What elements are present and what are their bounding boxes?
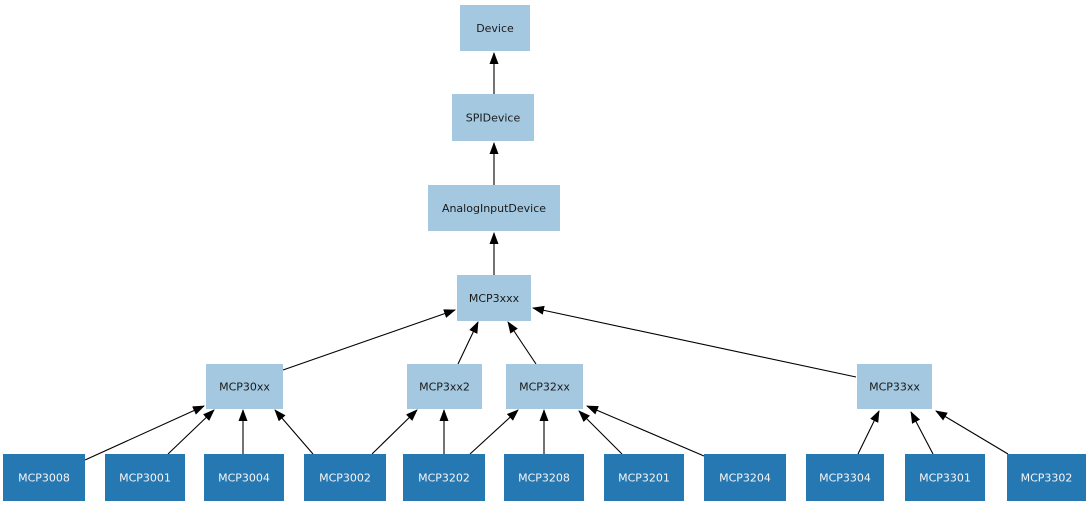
class-node-box-mcp30xx[interactable]: [206, 364, 283, 409]
class-node-label: MCP3002: [319, 472, 371, 485]
class-node-mcp3204[interactable]: MCP3204: [704, 454, 786, 501]
class-node-label: SPIDevice: [466, 112, 521, 125]
class-node-box-device[interactable]: [460, 5, 530, 51]
class-node-box-mcp3304[interactable]: [806, 454, 884, 501]
class-node-box-mcp32xx[interactable]: [506, 364, 583, 409]
class-node-box-mcp3002[interactable]: [304, 454, 386, 501]
class-node-label: MCP3202: [418, 472, 470, 485]
class-node-box-mcp3201[interactable]: [604, 454, 684, 501]
edge-mcp3202-to-mcp32xx: [469, 409, 519, 455]
class-node-mcp3201[interactable]: MCP3201: [604, 454, 684, 501]
edge-mcp3001-to-mcp30xx: [167, 409, 215, 455]
class-node-mcp3004[interactable]: MCP3004: [204, 454, 284, 501]
class-node-box-mcp33xx[interactable]: [857, 364, 932, 409]
class-node-mcp3001[interactable]: MCP3001: [105, 454, 185, 501]
class-node-box-spidevice[interactable]: [452, 94, 534, 141]
edge-mcp30xx-to-mcp3xxx: [282, 309, 456, 371]
edge-mcp33xx-to-mcp3xxx: [532, 305, 857, 378]
edge-mcp3xx2-to-mcp3xxx: [457, 321, 479, 365]
class-node-label: MCP3001: [119, 472, 171, 485]
class-node-label: Device: [476, 22, 514, 35]
edge-mcp32xx-to-mcp3xxx: [507, 321, 537, 365]
class-node-label: MCP3201: [618, 472, 670, 485]
class-node-label: MCP3xx2: [419, 381, 470, 394]
class-node-label: MCP3204: [719, 472, 771, 485]
class-node-mcp30xx[interactable]: MCP30xx: [206, 364, 283, 409]
class-node-label: MCP3208: [518, 472, 570, 485]
class-node-device[interactable]: Device: [460, 5, 530, 51]
class-node-label: MCP3004: [218, 472, 270, 485]
class-node-box-mcp3302[interactable]: [1007, 454, 1086, 501]
class-node-box-mcp3208[interactable]: [504, 454, 584, 501]
edge-mcp3204-to-mcp32xx: [586, 405, 705, 457]
class-node-mcp3301[interactable]: MCP3301: [905, 454, 985, 501]
class-node-box-mcp3008[interactable]: [3, 454, 85, 501]
edge-mcp3002-to-mcp3xx2: [371, 409, 418, 455]
class-node-label: MCP30xx: [219, 381, 270, 394]
edge-mcp3201-to-mcp32xx: [578, 410, 623, 455]
class-node-mcp3302[interactable]: MCP3302: [1007, 454, 1086, 501]
edge-mcp3008-to-mcp30xx: [84, 405, 205, 461]
edge-mcp3301-to-mcp33xx: [910, 411, 934, 455]
class-node-box-mcp3301[interactable]: [905, 454, 985, 501]
class-node-box-analoginputdevice[interactable]: [428, 185, 560, 231]
class-node-mcp3xxx[interactable]: MCP3xxx: [457, 275, 531, 321]
class-node-mcp3008[interactable]: MCP3008: [3, 454, 85, 501]
class-node-box-mcp3004[interactable]: [204, 454, 284, 501]
class-node-label: MCP3304: [819, 472, 871, 485]
class-node-box-mcp3xxx[interactable]: [457, 275, 531, 321]
class-node-box-mcp3204[interactable]: [704, 454, 786, 501]
class-node-mcp3208[interactable]: MCP3208: [504, 454, 584, 501]
class-node-box-mcp3202[interactable]: [403, 454, 485, 501]
class-node-spidevice[interactable]: SPIDevice: [452, 94, 534, 141]
class-node-label: MCP3xxx: [469, 292, 520, 305]
class-node-label: MCP3302: [1021, 472, 1073, 485]
class-node-mcp33xx[interactable]: MCP33xx: [857, 364, 932, 409]
class-node-label: AnalogInputDevice: [442, 202, 546, 215]
class-node-box-mcp3001[interactable]: [105, 454, 185, 501]
class-node-mcp3202[interactable]: MCP3202: [403, 454, 485, 501]
edge-mcp3302-to-mcp33xx: [935, 410, 1009, 455]
class-node-analoginputdevice[interactable]: AnalogInputDevice: [428, 185, 560, 231]
edge-mcp3002-to-mcp30xx: [274, 409, 314, 455]
class-node-label: MCP3008: [18, 472, 70, 485]
class-node-mcp3002[interactable]: MCP3002: [304, 454, 386, 501]
class-node-label: MCP33xx: [869, 381, 920, 394]
class-node-label: MCP3301: [919, 472, 971, 485]
class-node-mcp3304[interactable]: MCP3304: [806, 454, 884, 501]
class-node-label: MCP32xx: [519, 381, 570, 394]
class-node-mcp32xx[interactable]: MCP32xx: [506, 364, 583, 409]
class-node-box-mcp3xx2[interactable]: [407, 364, 482, 409]
class-node-mcp3xx2[interactable]: MCP3xx2: [407, 364, 482, 409]
edge-mcp3304-to-mcp33xx: [857, 410, 880, 455]
